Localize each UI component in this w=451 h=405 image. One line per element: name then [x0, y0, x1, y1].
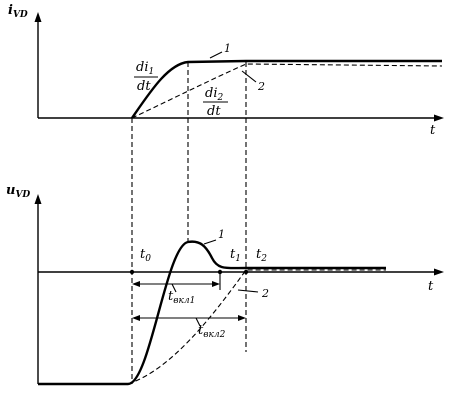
- ton2-arrow-right: [238, 315, 246, 321]
- deriv2-denominator: dt: [207, 104, 221, 119]
- bottom-y-axis-arrow: [34, 194, 42, 204]
- ton1-arrow-right: [212, 281, 220, 287]
- ton2-dimension: tвкл2: [132, 315, 246, 340]
- bottom-curve-1-leader: [203, 239, 217, 245]
- top-y-label: iVD: [8, 3, 28, 20]
- bottom-x-axis-arrow: [434, 268, 444, 276]
- top-graph: iVD t di1 dt di2 dt 1 2: [8, 3, 444, 138]
- marker-t0: [129, 269, 135, 275]
- deriv2-fraction: di2 dt: [203, 86, 228, 119]
- ton1-arrow-left: [132, 281, 140, 287]
- bottom-curve-2: [127, 269, 386, 385]
- top-x-axis-arrow: [434, 114, 444, 122]
- deriv1-numerator: di1: [136, 60, 154, 77]
- top-curve-1: [131, 59, 442, 119]
- t0-label: t0: [140, 247, 151, 264]
- top-curve-1-label: 1: [224, 42, 231, 55]
- top-x-label: t: [430, 123, 436, 138]
- bottom-y-label: uVD: [6, 183, 30, 200]
- ton1-dimension: tвкл1: [132, 272, 221, 306]
- t1-label: t1: [230, 247, 241, 264]
- bottom-curve-2-label: 2: [261, 287, 269, 300]
- time-guides: [131, 62, 247, 384]
- bottom-x-label: t: [428, 279, 434, 294]
- marker-t2: [243, 269, 249, 275]
- bottom-curve-1: [38, 240, 386, 386]
- ton2-leader: [195, 317, 201, 327]
- bottom-curve-2-leader: [237, 289, 259, 293]
- deriv1-fraction: di1 dt: [134, 60, 158, 94]
- ton1-leader: [171, 283, 177, 293]
- ton2-label: tвкл2: [198, 323, 226, 340]
- deriv2-numerator: di2: [205, 86, 223, 103]
- ton2-arrow-left: [132, 315, 140, 321]
- top-curve-2-label: 2: [257, 80, 265, 93]
- top-curve-2: [131, 63, 443, 119]
- bottom-curve-1-label: 1: [218, 228, 225, 241]
- top-curve-1-leader: [209, 51, 223, 59]
- deriv1-denominator: dt: [137, 79, 151, 94]
- bottom-graph: uVD t t0 t1 t2 tвкл1 tвкл2: [6, 183, 444, 386]
- t2-label: t2: [256, 247, 267, 264]
- top-y-axis-arrow: [34, 12, 42, 22]
- ton1-label: tвкл1: [168, 289, 195, 306]
- top-curve-2-leader: [241, 70, 257, 83]
